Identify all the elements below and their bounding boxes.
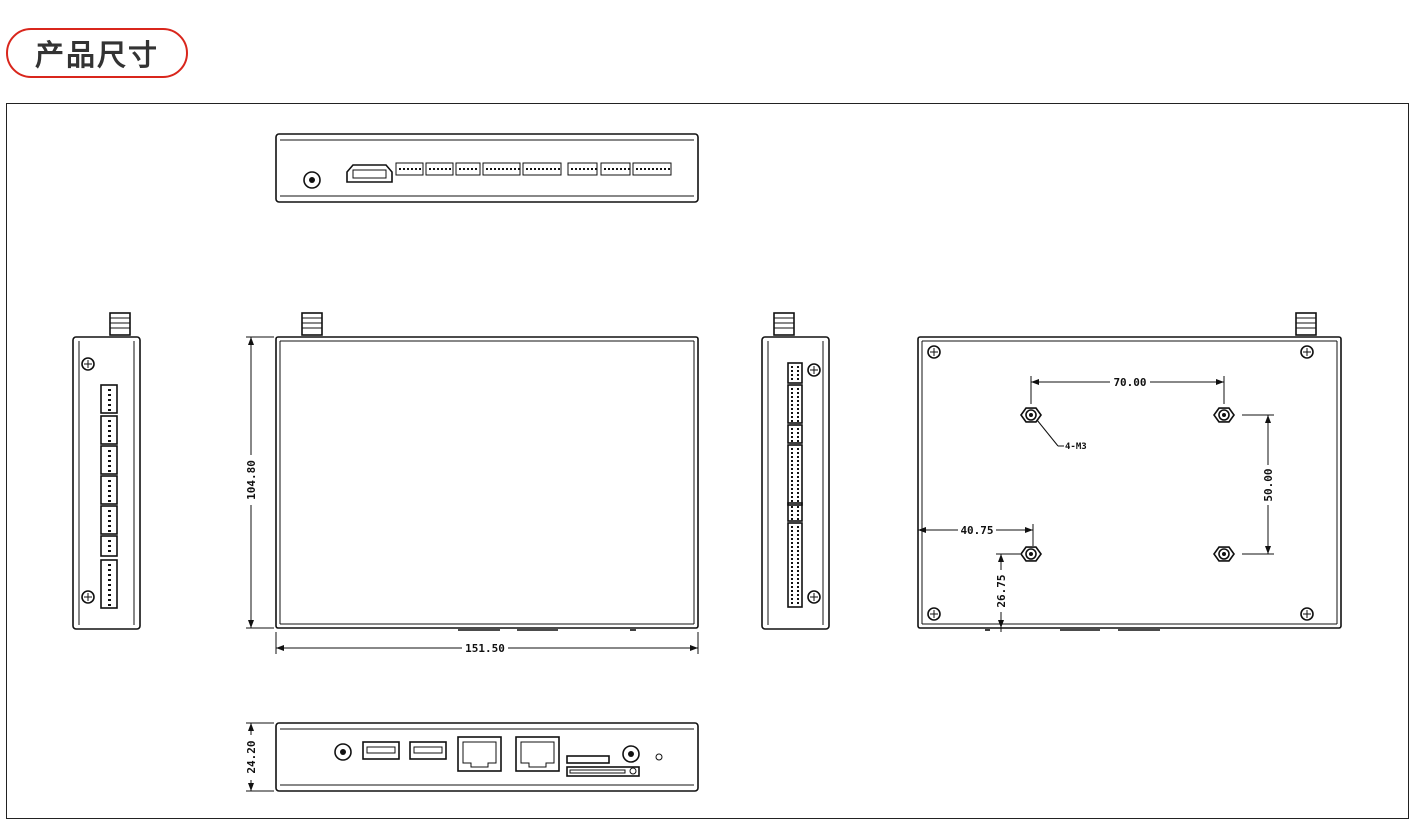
hole-offset-y-dimension: 26.75 bbox=[995, 574, 1008, 607]
antenna-icon bbox=[773, 312, 795, 336]
screw-icon bbox=[927, 607, 941, 621]
antenna-icon bbox=[301, 312, 323, 336]
power-jack-icon bbox=[303, 171, 321, 189]
screw-icon bbox=[81, 590, 95, 604]
screw-icon bbox=[807, 590, 821, 604]
screw-icon bbox=[1300, 345, 1314, 359]
right-side-view bbox=[761, 312, 830, 630]
section-title: 产品尺寸 bbox=[6, 28, 188, 78]
ethernet-port-icon bbox=[515, 736, 560, 772]
screw-icon bbox=[807, 363, 821, 377]
top-view bbox=[275, 133, 699, 203]
antenna-icon bbox=[109, 312, 131, 336]
thickness-dimension: 24.20 bbox=[245, 740, 258, 773]
power-jack-icon bbox=[334, 743, 352, 761]
antenna-icon bbox=[1295, 312, 1317, 336]
hole-spec-label: 4-M3 bbox=[1065, 442, 1087, 452]
drawing-frame bbox=[6, 103, 1409, 819]
screw-icon bbox=[927, 345, 941, 359]
terminal-blocks bbox=[395, 162, 672, 176]
front-view: 104.80 151.50 bbox=[245, 312, 699, 655]
usb-port-icon bbox=[362, 741, 400, 760]
io-panel-view: 24.20 bbox=[245, 722, 699, 792]
hole-offset-x-dimension: 40.75 bbox=[960, 524, 993, 537]
mounting-hole-icon bbox=[1020, 546, 1042, 562]
width-dimension: 151.50 bbox=[465, 642, 505, 655]
screw-icon bbox=[81, 357, 95, 371]
hole-spacing-y-dimension: 50.00 bbox=[1262, 468, 1275, 501]
usb-port-icon bbox=[409, 741, 447, 760]
mounting-hole-icon bbox=[1020, 407, 1042, 423]
height-dimension: 104.80 bbox=[245, 460, 258, 500]
screw-icon bbox=[1300, 607, 1314, 621]
ethernet-port-icon bbox=[457, 736, 502, 772]
audio-jack-icon bbox=[622, 745, 640, 763]
hole-spacing-x-dimension: 70.00 bbox=[1113, 376, 1146, 389]
hdmi-port-icon bbox=[346, 164, 393, 183]
mounting-hole-icon bbox=[1213, 407, 1235, 423]
left-side-view bbox=[72, 312, 141, 630]
sd-card-slot-icon bbox=[566, 755, 640, 777]
mounting-hole-icon bbox=[1213, 546, 1235, 562]
bottom-view: 70.00 50.00 40.75 26.75 4-M3 bbox=[917, 312, 1342, 632]
led-indicator-icon bbox=[655, 753, 663, 761]
